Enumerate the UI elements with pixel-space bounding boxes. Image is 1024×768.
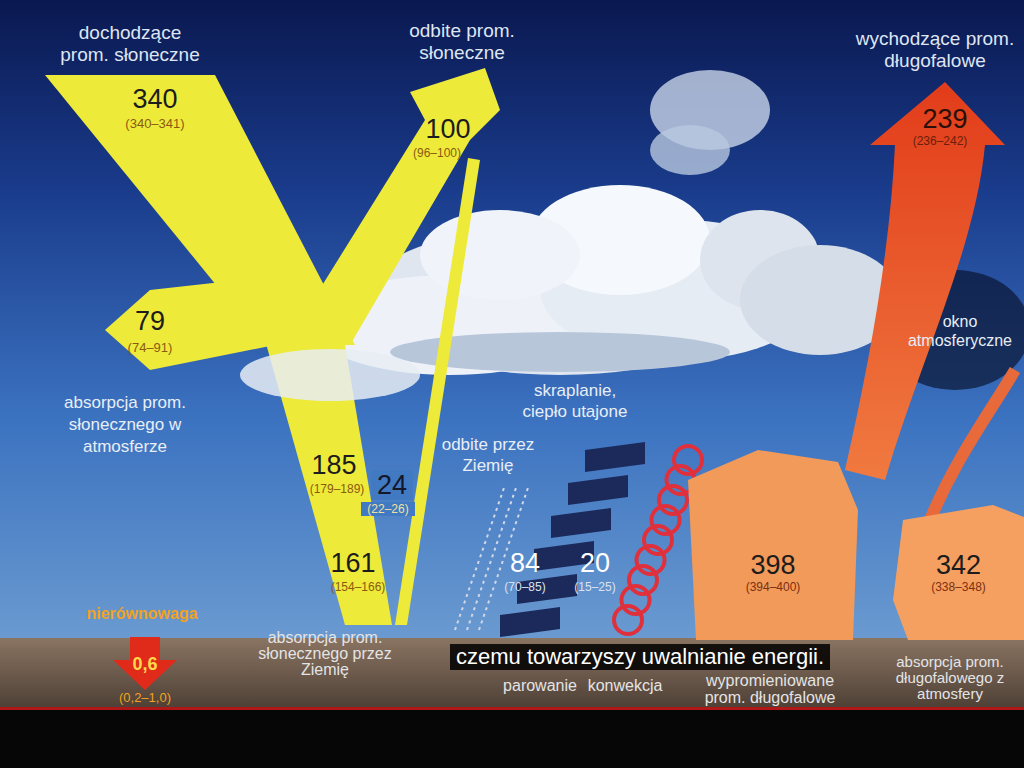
- flow-range: (338–348): [931, 580, 986, 594]
- flow-range: (340–341): [125, 116, 184, 131]
- flow-heading: absorpcja prom. słonecznego przez Ziemię: [250, 630, 400, 678]
- region-label: okno atmosferyczne: [902, 312, 1018, 350]
- flow-heading: absorpcja prom. słonecznego w atmosferze: [38, 392, 213, 458]
- imbalance-arrow: [113, 637, 177, 690]
- imbalance-value: 0,6: [132, 654, 157, 675]
- flow-value: 24: [371, 470, 413, 500]
- flow-value: 185: [311, 450, 356, 480]
- solar-flow-band: [45, 68, 500, 625]
- longwave-block: 398(394–400): [688, 450, 858, 640]
- flow-range: (22–26): [361, 502, 414, 516]
- flow-value: 398: [750, 550, 795, 580]
- flow-range: (154–166): [331, 580, 386, 594]
- longwave-block: 342(338–348): [893, 505, 1024, 640]
- vapour-dashes: [455, 485, 505, 630]
- ground-band: [0, 638, 1024, 708]
- video-subtitle: czemu towarzyszy uwalnianie energii.: [450, 644, 830, 670]
- flow-heading: wypromieniowane prom. długofalowe: [700, 672, 840, 706]
- absorbed-wedge: [105, 280, 275, 370]
- flow-range: (74–91): [128, 340, 173, 355]
- latent-heat-slab: [585, 442, 645, 472]
- cloud: [650, 125, 730, 175]
- flow-value: 79: [135, 306, 165, 336]
- latent-heat-slab: [551, 508, 611, 538]
- flow-value: 20: [580, 548, 610, 578]
- sky-background: [0, 0, 1024, 640]
- flow-value: 342: [936, 550, 981, 580]
- spiral-loop: [674, 446, 702, 474]
- flow-heading: dochodzące prom. słoneczne: [58, 22, 203, 66]
- block-shape: [688, 450, 858, 640]
- flow-heading: parowanie: [503, 676, 577, 695]
- flow-range: (394–400): [746, 580, 801, 594]
- flow-value: 161: [330, 548, 375, 578]
- vapour-dashes: [467, 485, 517, 630]
- flow-heading: absorpcja prom. długofalowego z atmosfer…: [882, 654, 1018, 702]
- screen-bezel: [0, 708, 1024, 768]
- flow-value: 100: [425, 114, 470, 144]
- flow-heading: wychodzące prom. długofalowe: [853, 28, 1018, 72]
- surface-reflection: [395, 158, 480, 625]
- flow-value: 239: [922, 104, 967, 134]
- block-shape: [893, 505, 1024, 640]
- flow-heading: konwekcja: [588, 676, 663, 695]
- cloud: [240, 349, 420, 401]
- player-bar: [0, 707, 1024, 710]
- flow-range: (96–100): [413, 146, 461, 160]
- latent-heat-slab: [568, 475, 628, 505]
- atmospheric-window-flow: [930, 370, 1015, 520]
- flow-range: (179–189): [310, 482, 365, 496]
- latent-heat-slab: [500, 607, 560, 637]
- flow-value: 340: [132, 84, 177, 114]
- cloud: [420, 210, 580, 300]
- flow-heading: skraplanie, ciepło utajone: [510, 380, 640, 422]
- imbalance-heading: nierównowaga: [86, 604, 197, 623]
- flow-range: (15–25): [574, 580, 615, 594]
- flow-range: (236–242): [913, 134, 968, 148]
- flow-range: (70–85): [504, 580, 545, 594]
- flow-value: 84: [510, 548, 540, 578]
- block-outline: [688, 450, 858, 640]
- flow-heading: odbite prom. słoneczne: [392, 20, 532, 64]
- convection-spiral: [614, 446, 702, 634]
- imbalance-range: (0,2–1,0): [119, 690, 171, 705]
- flow-heading: odbite przez Ziemię: [436, 434, 541, 476]
